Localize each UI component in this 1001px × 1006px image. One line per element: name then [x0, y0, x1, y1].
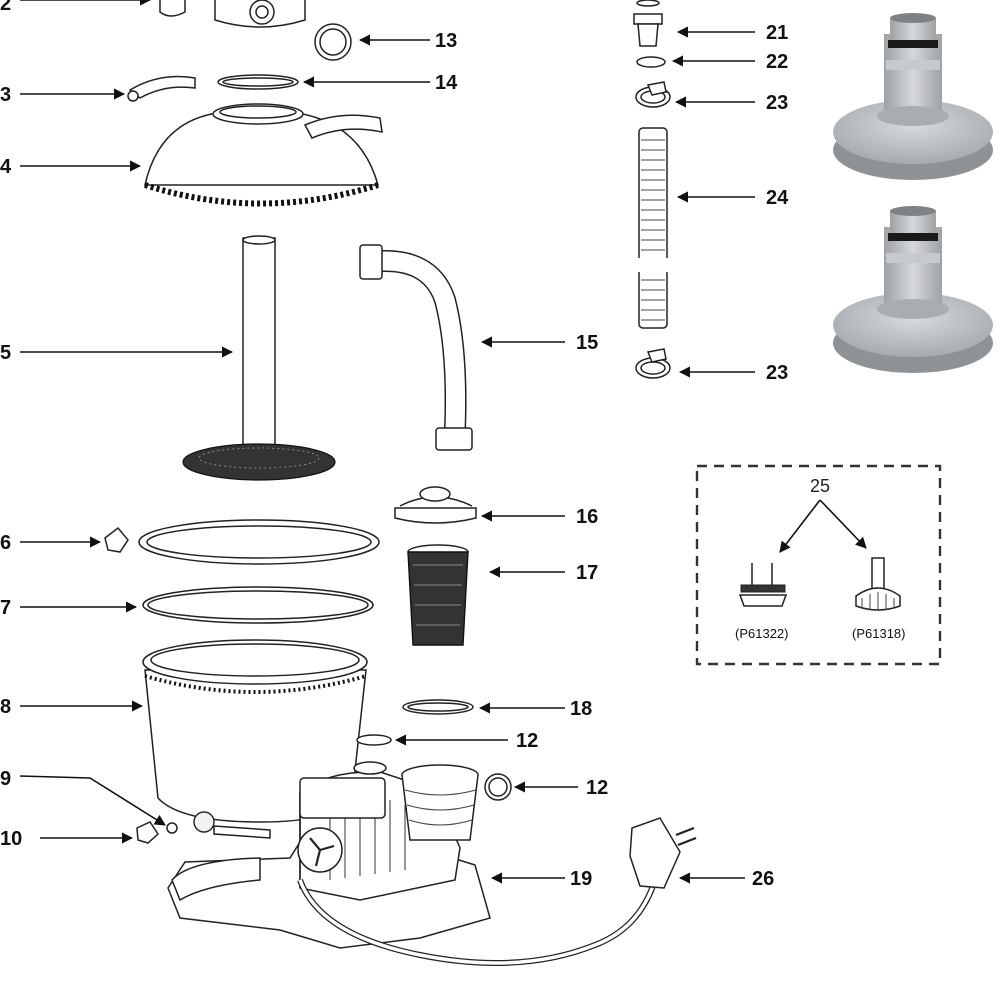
gray-adapter-bottom — [833, 206, 993, 373]
part-22-o-ring — [636, 56, 666, 68]
part-23-hose-clamp-bottom — [635, 348, 671, 379]
part-3-clamp-handle — [127, 75, 196, 102]
part-16-strainer-cap — [394, 486, 477, 524]
inset-label-p61318: (P61318) — [852, 626, 905, 641]
callout-6: 6 — [0, 532, 11, 554]
callout-18: 18 — [570, 698, 592, 720]
callout-14: 14 — [435, 72, 458, 94]
part-26-power-cord — [297, 817, 697, 966]
callout-2: 2 — [0, 0, 11, 15]
callout-17: 17 — [576, 562, 598, 584]
part-6-clamp-ring — [104, 519, 380, 565]
part-9-o-ring-small — [166, 822, 178, 834]
callout-22: 22 — [766, 51, 788, 73]
callout-21: 21 — [766, 22, 788, 44]
part-15-elbow-hose — [359, 244, 473, 451]
part-4-dome-lid — [144, 103, 383, 207]
part-21-hose-adapter — [633, 0, 663, 47]
part-10-drain-cap — [136, 821, 159, 844]
part-5-center-pipe — [182, 235, 336, 481]
part-13-gear-nut — [314, 23, 352, 61]
callout-8: 8 — [0, 696, 11, 718]
inset-variant-a-icon — [738, 563, 788, 607]
callout-26: 26 — [752, 868, 774, 890]
inset-label-p61322: (P61322) — [735, 626, 788, 641]
inset-box-25 — [695, 464, 942, 666]
callout-10: 10 — [0, 828, 22, 850]
part-19-pump-assembly — [167, 761, 491, 949]
part-17-strainer-basket — [407, 544, 469, 646]
callout-7: 7 — [0, 597, 11, 619]
callout-numbers: 2 13 3 14 4 5 15 6 16 17 7 8 18 12 9 12 … — [0, 0, 905, 890]
callout-12: 12 — [586, 777, 608, 799]
part-2-valve-top — [159, 0, 306, 28]
callout-3: 3 — [0, 84, 11, 106]
callout-15: 15 — [576, 332, 598, 354]
callout-12-small: 12 — [516, 730, 538, 752]
part-23-hose-clamp-top — [635, 81, 671, 108]
callout-23-top: 23 — [766, 92, 788, 114]
drain-valve — [193, 811, 271, 839]
callout-24: 24 — [766, 187, 789, 209]
callout-16: 16 — [576, 506, 598, 528]
leader-lines — [19, 0, 755, 884]
callout-19: 19 — [570, 868, 592, 890]
callout-9: 9 — [0, 768, 11, 790]
callout-23-bottom: 23 — [766, 362, 788, 384]
part-12-washer-small — [356, 734, 392, 746]
callout-13: 13 — [435, 30, 457, 52]
gray-adapter-top — [833, 13, 993, 180]
part-24-hose — [636, 127, 670, 329]
callout-4: 4 — [0, 156, 12, 178]
inset-variant-b-icon — [855, 557, 901, 611]
callout-25: 25 — [810, 476, 830, 496]
callout-5: 5 — [0, 342, 11, 364]
